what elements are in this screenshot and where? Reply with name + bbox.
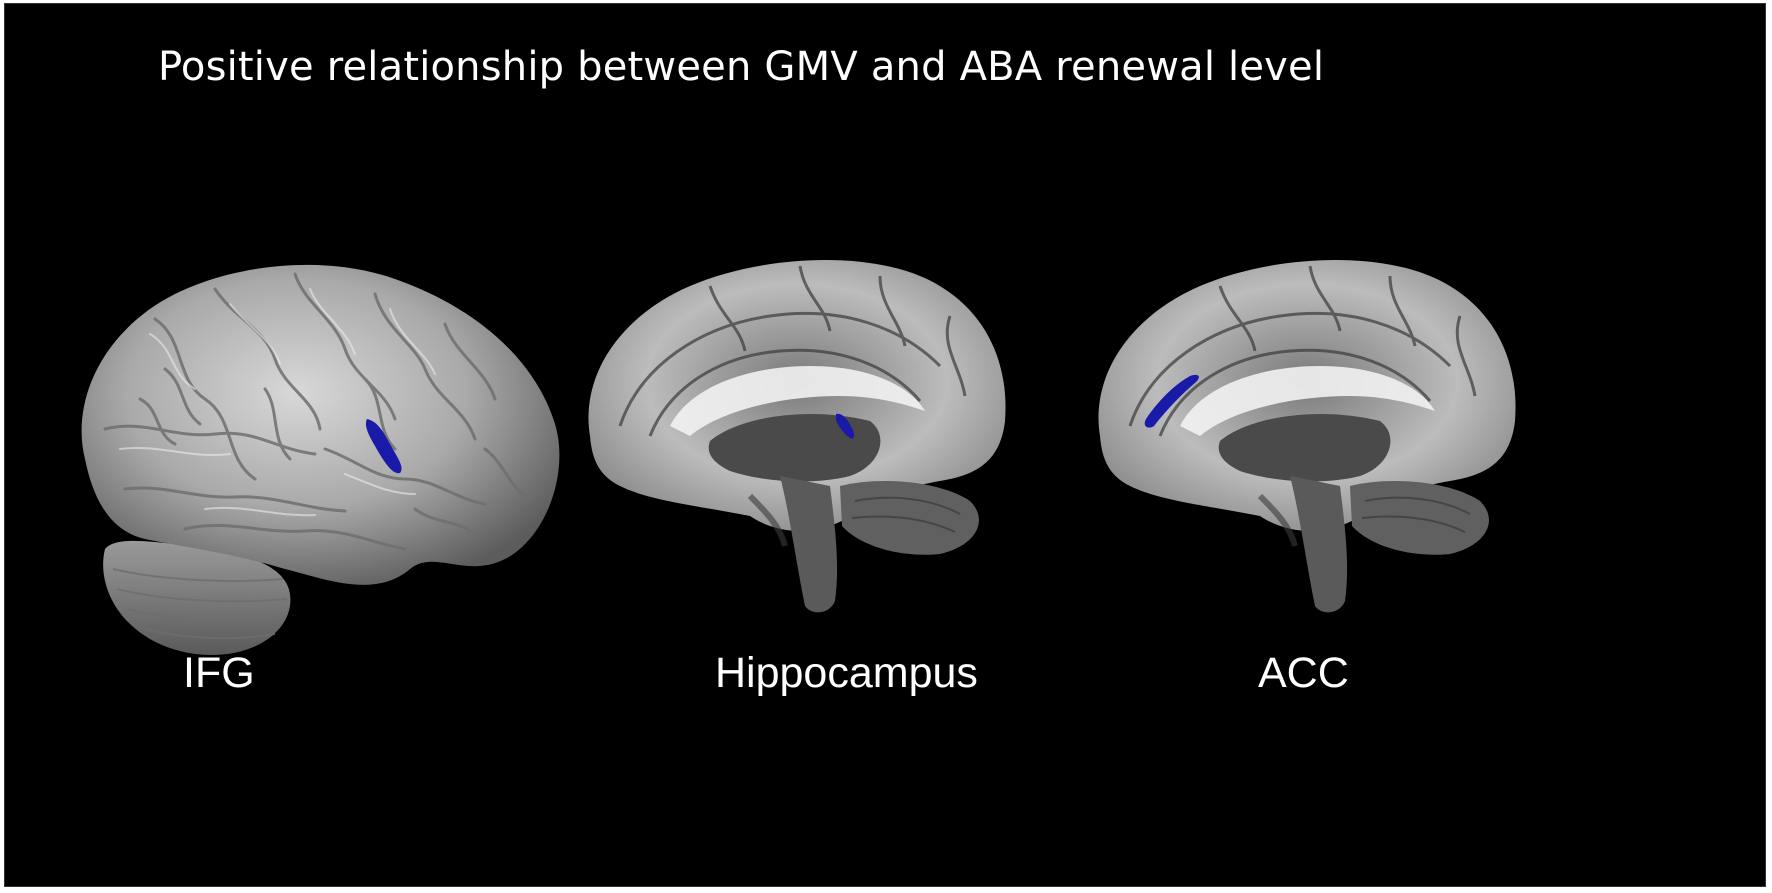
brain-panel-ifg	[65, 249, 585, 669]
brain-panel-hippocampus	[580, 236, 1020, 626]
lateral-brain-image	[81, 264, 560, 655]
figure-canvas: Positive relationship between GMV and AB…	[4, 3, 1766, 887]
sagittal-brain-image-hippocampus	[588, 259, 1006, 613]
brain-panel-acc	[1090, 236, 1530, 626]
figure-title: Positive relationship between GMV and AB…	[158, 44, 1325, 90]
label-hippocampus: Hippocampus	[715, 649, 978, 697]
label-acc: ACC	[1258, 649, 1349, 697]
sagittal-brain-image-acc	[1098, 259, 1516, 613]
label-ifg: IFG	[183, 649, 255, 697]
